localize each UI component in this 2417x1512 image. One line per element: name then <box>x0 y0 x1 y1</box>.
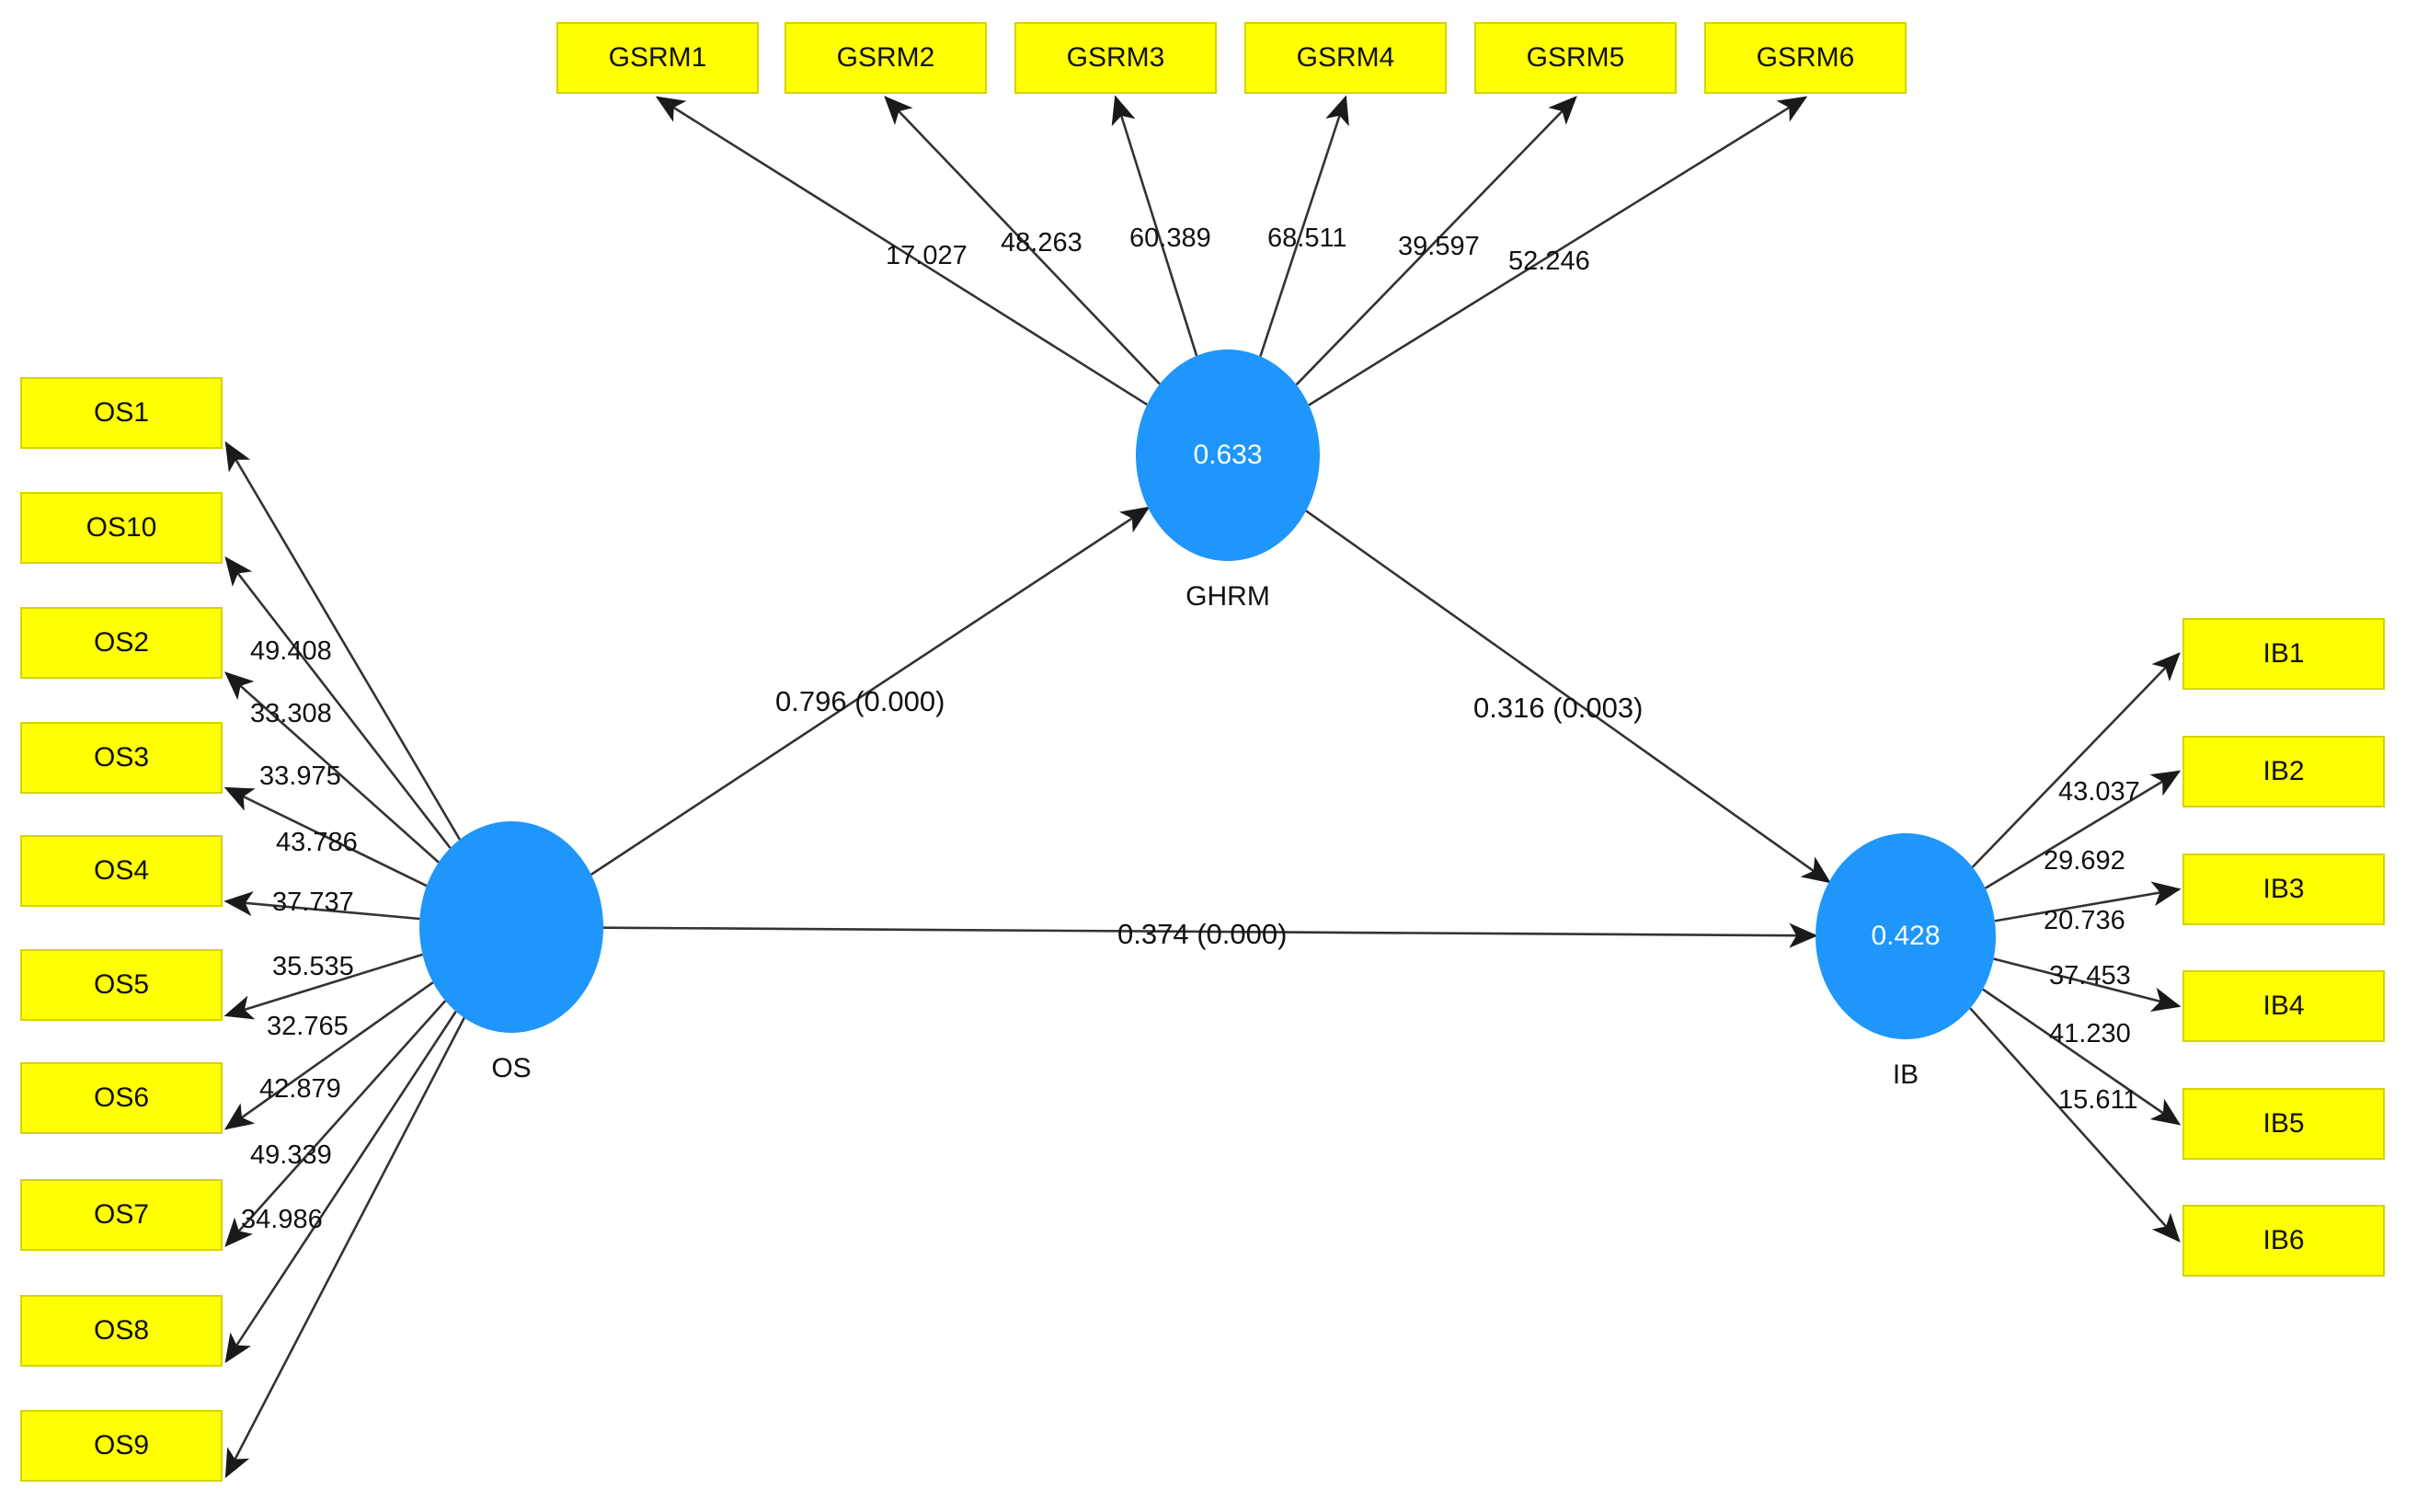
loading-label-os8: 49.339 <box>250 1140 332 1170</box>
loading-label-ib5: 41.230 <box>2049 1019 2131 1048</box>
indicator-box-gsrm2[interactable]: GSRM2 <box>785 22 987 94</box>
edge-ib-to-ib2 <box>1985 770 2182 889</box>
edge-os-to-os5 <box>223 953 423 1020</box>
loading-label-os5: 35.535 <box>272 952 354 981</box>
loading-label-os3: 43.786 <box>276 828 358 857</box>
edge-ghrm-to-gsrm1 <box>655 96 1148 407</box>
edge-os-to-ib <box>602 922 1818 948</box>
loading-label-os10: 33.308 <box>250 699 332 728</box>
indicator-box-os3[interactable]: OS3 <box>20 722 223 794</box>
edge-ghrm-to-ib <box>1305 510 1831 884</box>
edge-os-to-ghrm <box>590 506 1151 876</box>
edge-ghrm-to-gsrm3 <box>1111 95 1198 357</box>
loading-label-os7: 42.879 <box>259 1074 341 1104</box>
edge-ghrm-to-gsrm4 <box>1259 95 1349 357</box>
loading-label-os2: 33.975 <box>259 762 341 791</box>
edge-ib-to-ib3 <box>1994 881 2182 922</box>
edge-os-to-os9 <box>224 1017 465 1479</box>
indicator-box-os10[interactable]: OS10 <box>20 492 223 564</box>
indicator-box-ib1[interactable]: IB1 <box>2182 618 2385 690</box>
loading-label-gsrm6: 52.246 <box>1508 246 1590 276</box>
edge-ib-to-ib6 <box>1969 1007 2181 1243</box>
edge-ghrm-to-gsrm5 <box>1295 96 1577 386</box>
loading-label-os1: 49.408 <box>250 636 332 666</box>
loading-label-ib1: 43.037 <box>2058 777 2140 807</box>
indicator-box-ib6[interactable]: IB6 <box>2182 1205 2385 1277</box>
loading-label-gsrm1: 17.027 <box>886 241 968 270</box>
loading-label-gsrm2: 48.263 <box>1001 228 1082 258</box>
edge-os-to-os6 <box>223 981 434 1130</box>
edge-ghrm-to-gsrm6 <box>1308 96 1808 407</box>
loading-label-os6: 32.765 <box>267 1012 349 1041</box>
indicator-box-os5[interactable]: OS5 <box>20 949 223 1021</box>
construct-r2-value: 0.633 <box>1193 440 1263 470</box>
indicator-box-ib3[interactable]: IB3 <box>2182 853 2385 925</box>
loading-label-ib2: 29.692 <box>2044 846 2125 876</box>
edge-os-to-os4 <box>223 891 420 921</box>
construct-ghrm[interactable]: 0.633 <box>1136 349 1320 561</box>
loading-label-ib4: 37.453 <box>2049 961 2131 991</box>
construct-r2-value: 0.428 <box>1871 921 1941 951</box>
indicator-box-os8[interactable]: OS8 <box>20 1295 223 1367</box>
construct-label-os: OS <box>491 1053 532 1083</box>
construct-os[interactable] <box>419 821 603 1033</box>
construct-label-ghrm: GHRM <box>1186 581 1270 612</box>
loading-label-gsrm3: 60.389 <box>1129 223 1211 253</box>
loading-label-os4: 37.737 <box>272 888 354 917</box>
indicator-box-gsrm5[interactable]: GSRM5 <box>1474 22 1677 94</box>
loading-label-ib3: 20.736 <box>2044 906 2125 935</box>
edge-os-to-os2 <box>224 671 440 864</box>
loading-label-gsrm5: 39.597 <box>1398 232 1480 261</box>
indicator-box-os1[interactable]: OS1 <box>20 377 223 449</box>
construct-label-ib: IB <box>1892 1060 1919 1090</box>
edge-ghrm-to-gsrm2 <box>884 96 1161 385</box>
path-coefficient-ghrm-to-ib: 0.316 (0.003) <box>1473 692 1644 724</box>
loading-label-os9: 34.986 <box>241 1205 323 1234</box>
path-coefficient-os-to-ib: 0.374 (0.000) <box>1117 918 1288 950</box>
indicator-box-os2[interactable]: OS2 <box>20 607 223 679</box>
edge-ib-to-ib4 <box>1993 957 2182 1013</box>
loading-label-gsrm4: 68.511 <box>1267 223 1347 253</box>
construct-ib[interactable]: 0.428 <box>1816 833 1996 1039</box>
edge-ib-to-ib5 <box>1982 988 2182 1126</box>
indicator-box-gsrm4[interactable]: GSRM4 <box>1244 22 1447 94</box>
path-coefficient-os-to-ghrm: 0.796 (0.000) <box>775 685 945 717</box>
indicator-box-ib2[interactable]: IB2 <box>2182 736 2385 808</box>
indicator-box-os9[interactable]: OS9 <box>20 1410 223 1482</box>
indicator-box-ib5[interactable]: IB5 <box>2182 1088 2385 1160</box>
edge-os-to-os7 <box>224 1000 447 1247</box>
indicator-box-ib4[interactable]: IB4 <box>2182 970 2385 1042</box>
edge-ib-to-ib1 <box>1971 652 2181 868</box>
indicator-box-os7[interactable]: OS7 <box>20 1179 223 1251</box>
loading-label-ib6: 15.611 <box>2058 1085 2138 1115</box>
edge-os-to-os1 <box>224 441 462 841</box>
indicator-box-gsrm1[interactable]: GSRM1 <box>556 22 759 94</box>
indicator-box-os6[interactable]: OS6 <box>20 1062 223 1134</box>
edge-os-to-os10 <box>224 556 452 849</box>
indicator-box-gsrm3[interactable]: GSRM3 <box>1014 22 1217 94</box>
indicator-box-os4[interactable]: OS4 <box>20 835 223 907</box>
edge-os-to-os8 <box>224 1011 457 1364</box>
edge-os-to-os3 <box>223 786 428 888</box>
indicator-box-gsrm6[interactable]: GSRM6 <box>1704 22 1907 94</box>
